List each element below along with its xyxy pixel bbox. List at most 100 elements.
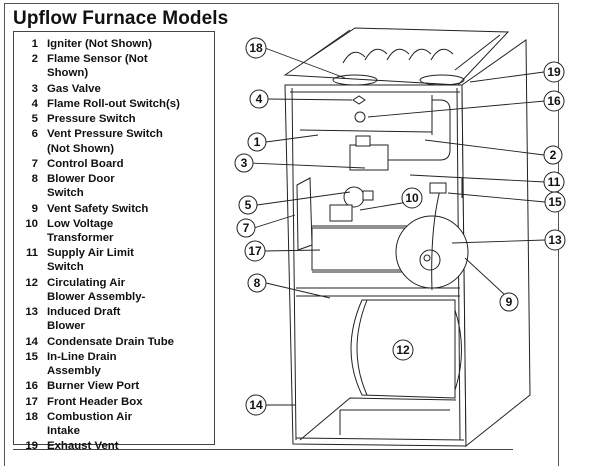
legend-item-line: Combustion Air <box>47 410 133 423</box>
legend-item-line: In-Line Drain <box>47 350 117 363</box>
front-inner-left <box>291 87 297 441</box>
legend-item: 17 Front Header Box <box>14 395 214 409</box>
legend-item-line: Transformer <box>47 231 114 244</box>
legend-item-label: Flame Roll-out Switch(s) <box>47 97 217 111</box>
callout-5-label: 5 <box>245 198 252 212</box>
legend-item-number: 17 <box>25 395 38 408</box>
legend-item-line: Flame Sensor (Not <box>47 53 148 66</box>
callout-4: 4 <box>249 89 269 109</box>
legend-item-number: 8 <box>31 173 38 185</box>
callout-7: 7 <box>236 218 256 238</box>
leader-17 <box>264 249 321 252</box>
transformer <box>329 204 353 222</box>
legend-item-line: Shown) <box>47 67 89 80</box>
legend-item-line: Burner View Port <box>47 380 140 393</box>
leader-18 <box>264 47 346 79</box>
callout-16: 16 <box>543 90 565 112</box>
callout-11-label: 11 <box>548 175 561 189</box>
leader-7 <box>253 214 296 229</box>
legend-item-line: Vent Pressure Switch <box>47 128 163 141</box>
legend-item-line: Assembly <box>47 365 101 378</box>
legend-item-line: Circulating Air <box>47 276 126 289</box>
legend-item-line: Control Board <box>47 157 124 170</box>
legend-item-line: Pressure Switch <box>47 113 136 126</box>
callout-2-label: 2 <box>550 148 557 162</box>
legend-item-line: Supply Air Limit <box>47 247 134 260</box>
legend-item-label: Gas Valve <box>47 82 217 96</box>
leader-4 <box>267 98 353 101</box>
leader-11 <box>409 174 546 183</box>
callout-4-label: 4 <box>256 92 263 106</box>
legend-item-number: 11 <box>25 247 38 260</box>
legend-item-number: 4 <box>31 97 38 110</box>
callout-12: 12 <box>392 339 414 361</box>
leader-1 <box>265 134 319 143</box>
legend-item: 3 Gas Valve <box>14 82 214 96</box>
leader-9 <box>464 257 506 296</box>
legend-item-line: Switch <box>47 187 84 200</box>
burner-view-port <box>354 111 366 123</box>
legend-item-label: Front Header Box <box>47 395 217 409</box>
legend-item-label: Pressure Switch <box>47 112 217 126</box>
leader-19 <box>469 71 545 83</box>
leader-3 <box>249 162 366 169</box>
callout-17: 17 <box>244 240 266 262</box>
callout-9-label: 9 <box>506 295 513 309</box>
callout-15-label: 15 <box>548 195 562 209</box>
callout-19: 19 <box>543 61 565 83</box>
legend-item-line: Blower Assembly- <box>47 290 146 303</box>
legend-item: 7 Control Board <box>14 157 214 171</box>
callout-3-label: 3 <box>241 156 248 170</box>
legend-item-line: Igniter (Not Shown) <box>47 38 153 50</box>
legend-item-line: Switch <box>47 261 84 274</box>
callout-19-label: 19 <box>547 65 561 79</box>
callout-13: 13 <box>544 229 566 251</box>
legend-item-number: 13 <box>25 306 38 319</box>
callout-8-label: 8 <box>254 276 261 290</box>
legend-item-line: (Not Shown) <box>47 142 115 155</box>
legend-item-line: Gas Valve <box>47 82 101 95</box>
callouts: 18 4 1 3 5 7 17 8 14 10 12 9 19 16 2 11 … <box>234 37 566 416</box>
inline-drain <box>429 182 447 194</box>
condensate-tube <box>299 397 457 441</box>
legend-item: 9 Vent Safety Switch <box>14 202 214 216</box>
callout-11: 11 <box>543 171 565 193</box>
callout-10-label: 10 <box>405 191 419 205</box>
legend-item-line: Blower <box>47 320 85 333</box>
callout-14: 14 <box>245 394 267 416</box>
legend-item-number: 7 <box>31 157 38 170</box>
legend-item-label: Burner View Port <box>47 379 217 393</box>
callout-9: 9 <box>499 292 519 312</box>
legend-item-number: 3 <box>31 82 38 95</box>
top-rail-right <box>454 34 501 71</box>
leader-8 <box>265 282 331 299</box>
callout-10: 10 <box>401 187 423 209</box>
callout-17-label: 17 <box>248 244 262 258</box>
callout-12-label: 12 <box>396 343 410 357</box>
callout-16-label: 16 <box>547 94 561 108</box>
legend-item-line: Condensate Drain Tube <box>47 335 174 348</box>
leader-15 <box>447 192 546 203</box>
leader-13 <box>451 239 546 244</box>
drain-hose <box>431 189 441 291</box>
callout-7-label: 7 <box>243 221 250 235</box>
legend-item-number: 6 <box>31 128 38 141</box>
top-rail-left <box>309 29 351 59</box>
legend-item-label: Condensate Drain Tube <box>47 335 217 349</box>
legend-item-label: Vent Safety Switch <box>47 202 217 216</box>
leader-16 <box>367 100 546 118</box>
legend-item-number: 9 <box>31 202 38 215</box>
legend-item-line: Low Voltage <box>47 217 114 230</box>
legend-item-number: 18 <box>25 410 38 423</box>
callout-15: 15 <box>544 191 566 213</box>
